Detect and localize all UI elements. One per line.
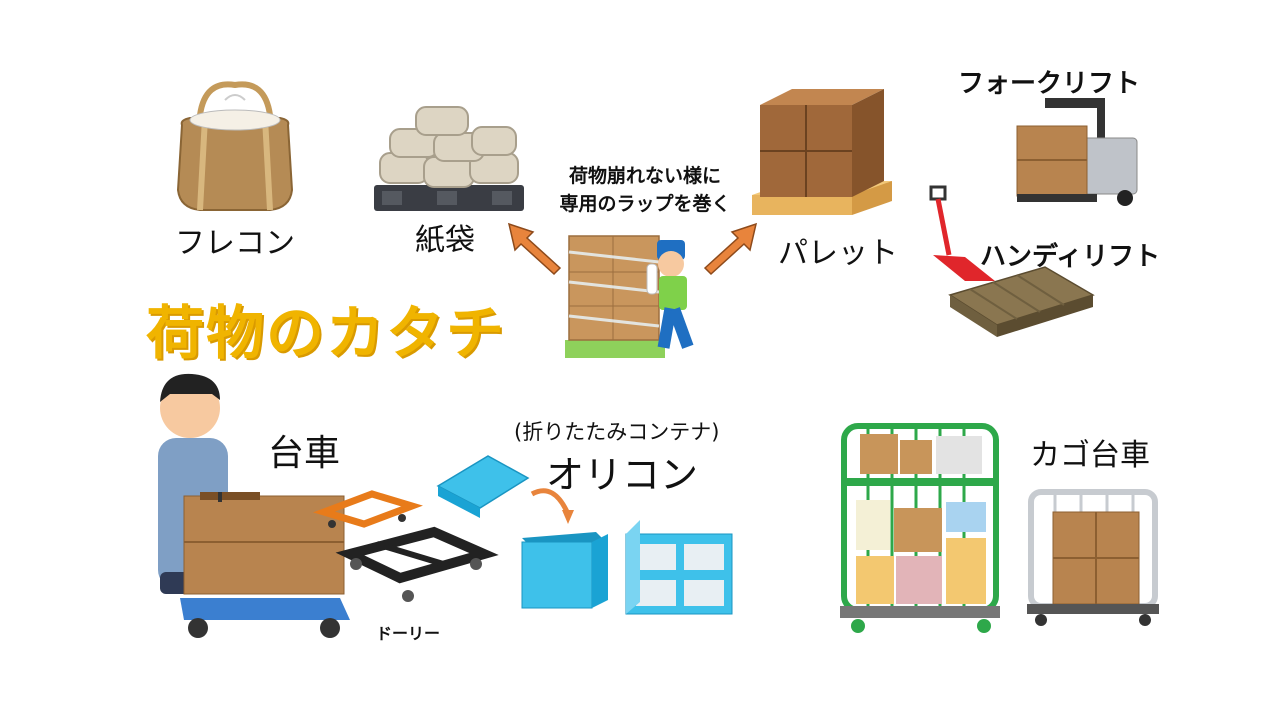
- label-orikon: オリコン: [546, 453, 699, 497]
- wrapping-worker-icon: [565, 235, 694, 358]
- bulk-bag-icon: [176, 81, 294, 211]
- cage-cart-small-icon: [1027, 489, 1159, 626]
- cage-cart-icon: [840, 423, 1000, 633]
- label-flecon: フレコン: [175, 226, 295, 261]
- label-daisha: 台車: [268, 433, 341, 474]
- label-pallet: パレット: [778, 236, 898, 271]
- label-orikon-note: (折りたたみコンテナ): [514, 420, 720, 444]
- caption-line-1: 荷物崩れない様に: [568, 165, 721, 187]
- paper-bags-icon: [374, 106, 524, 211]
- hand-pallet-truck-icon: [929, 185, 1095, 337]
- folding-container-icon: [436, 455, 733, 615]
- label-dolly: ドーリー: [376, 624, 441, 643]
- label-handylift: ハンディリフト: [980, 242, 1161, 272]
- arrow-left-icon: [507, 222, 562, 276]
- forklift-icon: [1016, 98, 1138, 206]
- label-kamibukuro: 紙袋: [415, 223, 475, 258]
- pallet-boxes-icon: [752, 89, 892, 215]
- caption-line-2: 専用のラップを巻く: [559, 193, 731, 215]
- wrap-caption: 荷物崩れない様に 専用のラップを巻く: [540, 162, 750, 218]
- dolly-icon: [313, 490, 499, 602]
- label-forklift: フォークリフト: [958, 69, 1141, 99]
- label-kago-daisha: カゴ台車: [1030, 438, 1150, 473]
- arrow-right-icon: [703, 222, 758, 276]
- page-title: 荷物のカタチ: [146, 299, 507, 367]
